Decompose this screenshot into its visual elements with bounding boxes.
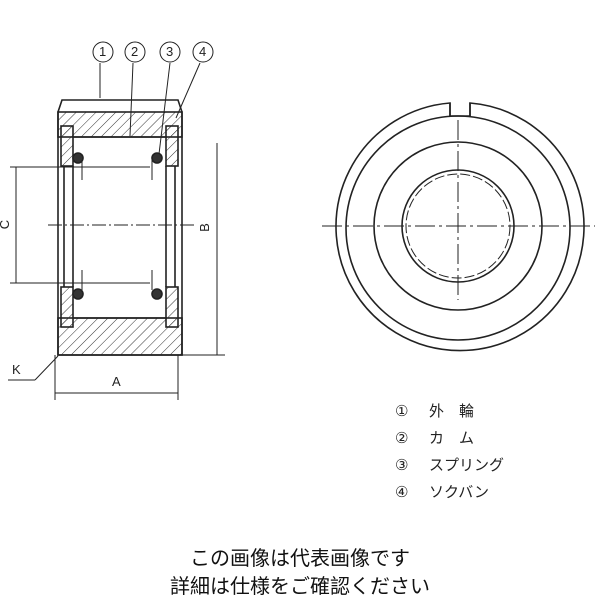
dimension-c: C (0, 220, 12, 229)
section-view (57, 99, 183, 356)
legend-label: スプリング (429, 456, 505, 474)
balloon-1: 1 (99, 44, 107, 59)
legend-item: ③ スプリング (395, 452, 504, 479)
balloon-3: 3 (166, 44, 174, 59)
dimension-a: A (112, 374, 121, 389)
legend-number: ① (395, 402, 409, 420)
balloon-4: 4 (199, 44, 207, 59)
legend-label: ソクバン (429, 483, 490, 501)
caption-line-2: 詳細は仕様をご確認ください (170, 574, 430, 598)
legend-item: ② カ ム (395, 425, 504, 452)
legend-item: ① 外 輪 (395, 398, 504, 425)
balloon-2: 2 (131, 44, 139, 59)
dimension-k: K (12, 362, 21, 377)
legend-label: 外 輪 (429, 402, 475, 420)
legend-label: カ ム (429, 429, 475, 447)
legend-number: ④ (395, 483, 409, 501)
legend-item: ④ ソクバン (395, 479, 504, 506)
legend-number: ② (395, 429, 409, 447)
dimension-b: B (196, 223, 212, 232)
legend-number: ③ (395, 456, 409, 474)
caption-line-1: この画像は代表画像です (190, 546, 410, 570)
parts-legend: ① 外 輪 ② カ ム ③ スプリング ④ ソクバン (395, 398, 504, 506)
front-view (322, 102, 595, 352)
dimension-lines (8, 41, 225, 400)
